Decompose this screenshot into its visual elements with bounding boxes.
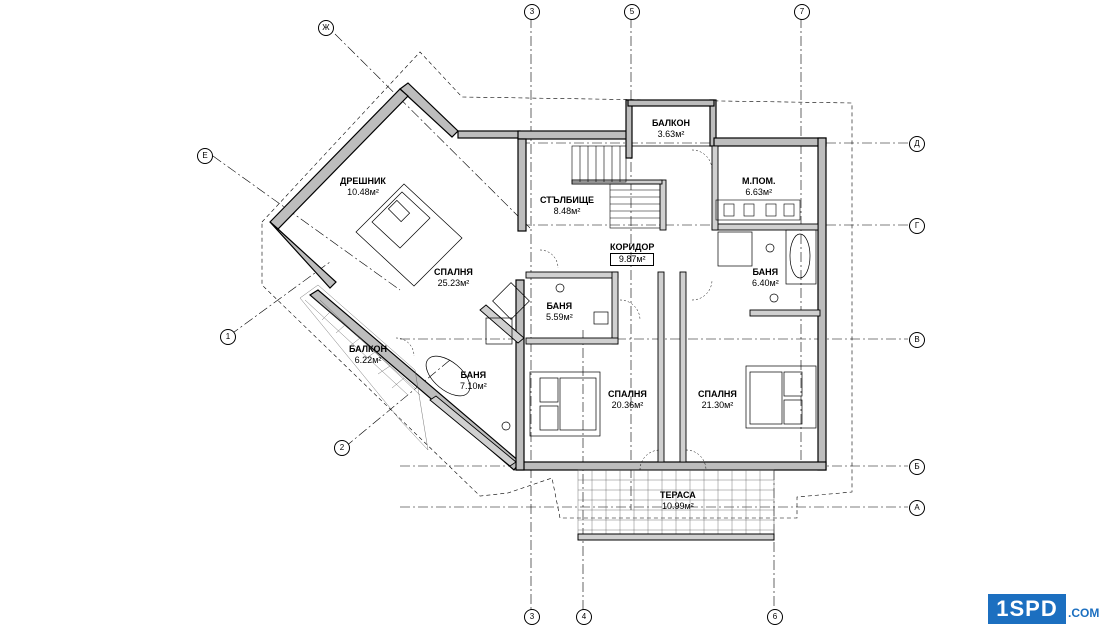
room-name: СТЪЛБИЩЕ (540, 195, 595, 205)
room-area: 10.48м² (347, 187, 379, 197)
grid-axis-bubble-right-b: Б (909, 459, 925, 475)
room-name: СПАЛНЯ (698, 389, 737, 399)
roof-outline (261, 51, 853, 519)
staircase (571, 145, 661, 229)
logo-box: 1SPD (988, 594, 1066, 624)
room-label-corridor: КОРИДОР 9.87м² (610, 242, 655, 266)
room-name: БАНЯ (460, 370, 487, 380)
room-area: 10.99м² (662, 501, 694, 511)
room-label-bedroom-3: СПАЛНЯ 21.30м² (698, 389, 737, 411)
grid-axis-bubble-left-1: 1 (220, 329, 236, 345)
room-name: СПАЛНЯ (434, 267, 473, 277)
logo-domain: .COM (1068, 606, 1100, 620)
room-label-balcony-left: БАЛКОН 6.22м² (349, 344, 387, 366)
room-name: БАЛКОН (349, 344, 388, 354)
grid-axis-bubble-top-3: 3 (524, 4, 540, 20)
balcony-left-tiles (299, 284, 429, 451)
room-area: 7.10м² (460, 381, 487, 391)
room-label-utility: М.ПОМ. 6.63м² (742, 176, 775, 198)
room-area: 3.63м² (657, 129, 685, 139)
room-name: БАНЯ (752, 267, 779, 277)
grid-axis-bubble-left-2: 2 (334, 440, 350, 456)
room-name: КОРИДОР (610, 242, 655, 252)
bed-master (355, 183, 463, 287)
grid-axis-bubble-right-v: В (909, 332, 925, 348)
room-label-master-bedroom: СПАЛНЯ 25.23м² (434, 267, 473, 289)
bathroom-fixtures (425, 229, 817, 431)
grid-axis-bubble-right-d: Д (909, 136, 925, 152)
grid-axis-bubble-right-a: А (909, 500, 925, 516)
room-name: ТЕРАСА (660, 490, 696, 500)
grid-axis-bubble-left-e: Е (197, 148, 213, 164)
grid-axis-bubble-bottom-6: 6 (767, 609, 783, 625)
terrace-rail (577, 533, 775, 541)
room-area: 6.63м² (745, 187, 773, 197)
room-label-bathroom-right: БАНЯ 6.40м² (752, 267, 779, 289)
grid-axis-bubble-left-zh: Ж (318, 20, 334, 36)
grid-axis-bubble-top-7: 7 (794, 4, 810, 20)
room-area: 25.23м² (437, 278, 470, 288)
room-area: 6.40м² (752, 278, 779, 288)
room-area: 5.59м² (546, 312, 573, 322)
room-name: БАЛКОН (652, 118, 691, 128)
room-area: 21.30м² (701, 400, 734, 410)
room-label-bathroom-left: БАНЯ 7.10м² (460, 370, 487, 392)
balcony-top (631, 105, 711, 147)
grid-axis-bubble-bottom-4: 4 (576, 609, 592, 625)
room-label-staircase: СТЪЛБИЩЕ 8.48м² (540, 195, 594, 217)
room-label-bedroom-2: СПАЛНЯ 20.36м² (608, 389, 647, 411)
room-name: БАНЯ (546, 301, 573, 311)
door-swings (395, 149, 713, 471)
grid-axis-bubble-right-g: Г (909, 218, 925, 234)
room-label-bathroom-center: БАНЯ 5.59м² (546, 301, 573, 323)
utility-counter (715, 199, 801, 221)
room-label-balcony-top: БАЛКОН 3.63м² (652, 118, 690, 140)
grid-axis-bubble-bottom-3: 3 (524, 609, 540, 625)
room-area: 9.87м² (610, 253, 655, 266)
room-area: 20.36м² (611, 400, 644, 410)
room-area: 8.48м² (553, 206, 581, 216)
terrace-tiles (577, 469, 775, 539)
room-label-terrace: ТЕРАСА 10.99м² (660, 490, 696, 512)
room-area: 6.22м² (354, 355, 382, 365)
room-label-closet: ДРЕШНИК 10.48м² (340, 176, 386, 198)
grid-axis-bubble-top-5: 5 (624, 4, 640, 20)
room-name: М.ПОМ. (742, 176, 776, 186)
site-logo: 1SPD .COM (988, 584, 1120, 632)
bed-bedroom-3 (745, 365, 817, 429)
bed-bedroom-2 (529, 371, 601, 437)
room-name: ДРЕШНИК (340, 176, 386, 186)
room-name: СПАЛНЯ (608, 389, 647, 399)
